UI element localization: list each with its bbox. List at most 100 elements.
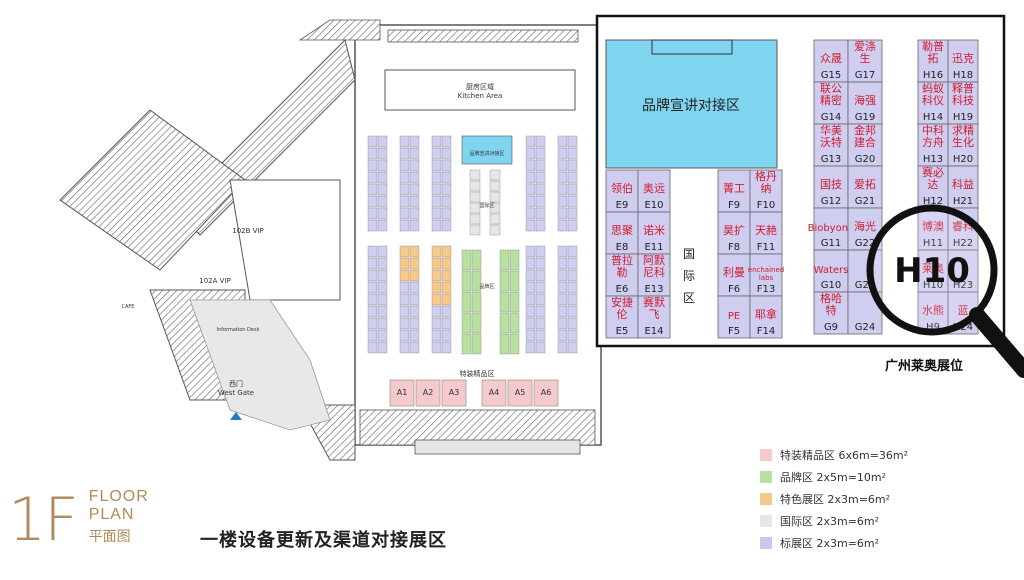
small-booth bbox=[525, 281, 536, 294]
small-booth bbox=[409, 305, 420, 318]
small-booth bbox=[525, 219, 536, 232]
small-booth bbox=[431, 147, 442, 160]
booth-id: G17 bbox=[855, 70, 875, 81]
booth-name: 联公 bbox=[820, 82, 842, 95]
small-booth-grid bbox=[367, 135, 578, 355]
small-booth bbox=[567, 317, 578, 330]
booth-id: H22 bbox=[953, 238, 973, 249]
booth-name: 释普 bbox=[952, 81, 974, 95]
booth-g10 bbox=[813, 249, 849, 293]
small-booth bbox=[441, 329, 452, 342]
booth-e8 bbox=[605, 211, 639, 255]
small-booth bbox=[525, 329, 536, 342]
booth-id: H14 bbox=[923, 112, 943, 123]
booth-name: labs bbox=[759, 274, 774, 282]
special-booth-label: A1 bbox=[397, 388, 408, 397]
small-booth bbox=[431, 195, 442, 208]
booth-name: 格丹 bbox=[755, 169, 777, 183]
booth-name: 众晟 bbox=[820, 52, 842, 65]
vip-102b-label: 102B VIP bbox=[232, 227, 263, 235]
small-booth bbox=[399, 159, 410, 172]
small-booth bbox=[567, 147, 578, 160]
small-booth bbox=[535, 293, 546, 306]
booth-name: 利曼 bbox=[723, 266, 745, 279]
small-booth bbox=[409, 171, 420, 184]
booth-id: F6 bbox=[728, 284, 740, 295]
booth-f5 bbox=[717, 295, 751, 339]
booth-id: H10 bbox=[923, 280, 943, 291]
small-booth bbox=[525, 171, 536, 184]
magnifier-ring bbox=[866, 204, 998, 336]
small-booth bbox=[525, 257, 536, 270]
small-booth bbox=[441, 293, 452, 306]
booth-name: 尼科 bbox=[643, 265, 665, 279]
booth-name: 科益 bbox=[952, 177, 974, 191]
booth-h9 bbox=[917, 291, 949, 335]
small-booth bbox=[557, 329, 568, 342]
small-booth bbox=[377, 245, 388, 258]
booth-name: 国技 bbox=[820, 178, 842, 191]
small-booth bbox=[525, 269, 536, 282]
small-booth bbox=[431, 281, 442, 294]
small-booth bbox=[557, 183, 568, 196]
small-booth bbox=[441, 269, 452, 282]
booth-id: G13 bbox=[821, 154, 841, 165]
small-booth bbox=[377, 341, 388, 354]
booth-g13 bbox=[813, 123, 849, 167]
small-booth-intl bbox=[469, 180, 481, 192]
small-booth bbox=[399, 281, 410, 294]
brand-zone-label: 品牌宣讲对接区 bbox=[642, 97, 740, 114]
small-booth bbox=[399, 171, 410, 184]
small-booth bbox=[431, 183, 442, 196]
legend-swatch bbox=[760, 515, 772, 527]
small-booth bbox=[525, 305, 536, 318]
small-booth bbox=[399, 207, 410, 220]
small-booth-intl bbox=[489, 191, 501, 203]
logo-floor: FLOOR bbox=[88, 488, 149, 505]
intl-zone-label-1: 国 bbox=[683, 247, 695, 261]
booth-id: G12 bbox=[821, 196, 841, 207]
booth-id: F14 bbox=[757, 326, 775, 337]
small-booth bbox=[409, 207, 420, 220]
booth-id: E8 bbox=[616, 242, 629, 253]
booth-name: 莱奥 bbox=[922, 261, 944, 275]
booth-e9 bbox=[605, 169, 639, 213]
booth-name: 生 bbox=[860, 51, 871, 65]
small-booth bbox=[535, 341, 546, 354]
booth-name: 达 bbox=[928, 178, 939, 191]
small-booth bbox=[441, 207, 452, 220]
special-booth-a3 bbox=[441, 379, 467, 407]
booth-id: F13 bbox=[757, 284, 775, 295]
booth-name: 中科 bbox=[922, 123, 944, 137]
small-booth bbox=[409, 281, 420, 294]
small-booth bbox=[557, 245, 568, 258]
booth-id: G10 bbox=[821, 280, 841, 291]
booth-f10 bbox=[749, 169, 783, 213]
intl-small-label: 国际区 bbox=[479, 202, 494, 209]
small-booth bbox=[525, 341, 536, 354]
small-booth bbox=[441, 195, 452, 208]
small-booth-brand bbox=[499, 249, 510, 271]
small-booth bbox=[535, 159, 546, 172]
logo-subtitle: 平面图 bbox=[88, 529, 131, 545]
small-booth bbox=[535, 305, 546, 318]
booth-name: 赛默 bbox=[643, 295, 665, 309]
booth-id: H20 bbox=[953, 154, 973, 165]
small-booth bbox=[377, 219, 388, 232]
booth-id: H11 bbox=[923, 238, 943, 249]
small-booth bbox=[409, 219, 420, 232]
booth-name: 普拉 bbox=[611, 253, 633, 267]
small-booth bbox=[441, 305, 452, 318]
small-booth bbox=[367, 305, 378, 318]
booth-id: G22 bbox=[855, 238, 875, 249]
small-booth bbox=[441, 281, 452, 294]
small-booth bbox=[399, 257, 410, 270]
small-booth bbox=[409, 135, 420, 148]
booth-id: E13 bbox=[644, 284, 663, 295]
booth-h23 bbox=[947, 249, 979, 293]
small-booth bbox=[557, 159, 568, 172]
booth-e10 bbox=[637, 169, 671, 213]
booth-name: 精密 bbox=[820, 93, 842, 107]
